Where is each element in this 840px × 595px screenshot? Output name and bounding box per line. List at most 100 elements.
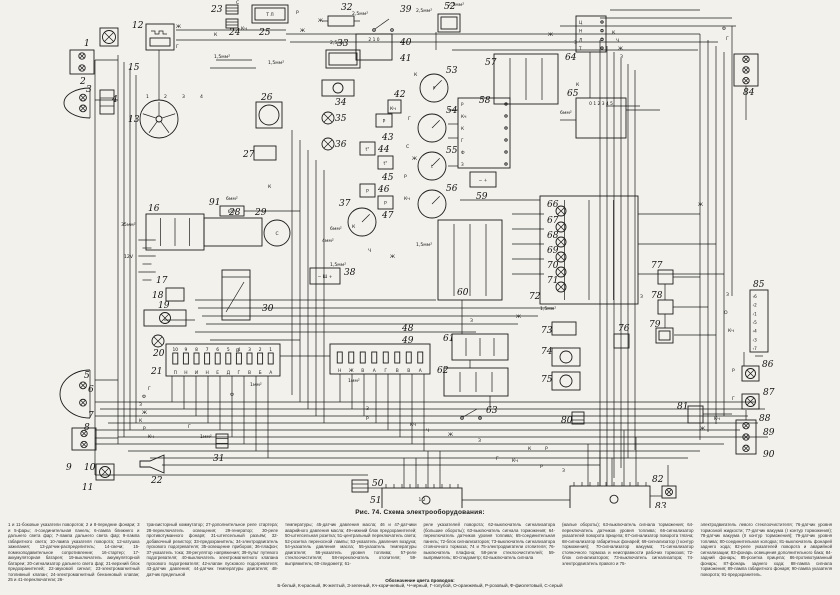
wire-label: 6мм² (226, 196, 238, 202)
wire-label: 1,5мм² (330, 262, 346, 268)
socket-pin: ‹5 (753, 320, 758, 325)
fuse-letter: А (269, 370, 272, 376)
svg-text:8: 8 (195, 347, 198, 353)
wire-label: К (139, 418, 143, 424)
wire-label: Ф (142, 394, 146, 400)
component-number: 40 (399, 38, 412, 48)
legend-column-2: транзисторный коммутатор; 27-дополнитель… (146, 522, 279, 577)
component-55: t55 (417, 146, 458, 181)
component-number: 18 (152, 291, 164, 301)
wire-label: 1мм² (348, 378, 360, 384)
wire-label: Кч (241, 26, 247, 32)
component-number: 23 (210, 5, 223, 15)
wire-label: Р (404, 174, 407, 180)
component-26: 26 (255, 93, 283, 129)
svg-text:2: 2 (259, 347, 262, 353)
component-number: 58 (479, 96, 491, 106)
fuse-letter: В (396, 368, 399, 374)
component-number: 67 (547, 216, 559, 226)
pin-label: З (461, 162, 464, 167)
component-82: 82 (569, 475, 664, 508)
component-letter: 1 2 (419, 497, 426, 503)
component-number: 76 (618, 324, 630, 334)
component-number: 78 (651, 291, 663, 301)
wire-label: Ж (698, 202, 703, 208)
pin-label: Р (461, 102, 464, 107)
component-letter: 0 1 2 3 4 5 (589, 101, 613, 107)
component-number: 15 (128, 63, 140, 73)
component-letter: С (275, 231, 278, 237)
component-number: 8 (84, 423, 90, 433)
fuse-letter: Б (259, 370, 262, 376)
component-75: 75 (541, 371, 581, 391)
component-4: 4 (99, 89, 118, 115)
component-number: 47 (381, 211, 394, 221)
pin-label: Т (578, 46, 582, 51)
component-77: 77 (651, 261, 674, 285)
component-number: 35 (335, 114, 347, 124)
socket-pin: ‹7 (753, 346, 758, 351)
component-62: 62 (437, 366, 509, 397)
wire-label: К (352, 224, 356, 230)
svg-text:10: 10 (173, 347, 179, 353)
wire-label: Кч (148, 434, 154, 440)
component-22: 22 (139, 454, 165, 486)
component-letter: Т Л (265, 12, 273, 18)
component-number: 30 (262, 304, 274, 314)
wire-label: Ч (616, 38, 619, 44)
component-39: 39 (372, 5, 412, 32)
component-letter: 2 1 0 (368, 37, 379, 43)
legend-column-3: температуры; 45-датчик давления масла; 4… (285, 522, 417, 566)
component-33: 33 (325, 39, 361, 69)
component-number: 22 (150, 476, 163, 486)
component-73: 73 (541, 321, 577, 336)
component-24: 24 (225, 18, 241, 38)
component-number: 29 (254, 208, 267, 218)
component-number: 61 (443, 334, 454, 344)
wire-label: Р (732, 368, 735, 374)
component-letter: Р (366, 189, 369, 195)
component-number: 21 (150, 367, 162, 377)
wire-label: Кч (390, 106, 396, 112)
fuse-letter: В (361, 368, 364, 374)
component-number: 68 (547, 231, 559, 241)
component-34: 34 (321, 79, 355, 108)
component-number: 5 (84, 371, 90, 381)
wire-label: Р (540, 464, 543, 470)
component-letter: t (431, 164, 433, 170)
component-71: 71 (547, 276, 567, 293)
component-41: 2 1 041 (355, 33, 411, 64)
component-number: 74 (541, 347, 553, 357)
pin-label: К (461, 126, 464, 131)
component-number: 53 (446, 66, 458, 76)
component-number: 2 (79, 77, 86, 87)
component-number: 3 (86, 85, 92, 95)
fuse-letter: В (407, 368, 410, 374)
component-number: 91 (209, 198, 220, 208)
wire-label: Ж (176, 24, 181, 30)
svg-text:4: 4 (238, 347, 241, 353)
wire-label: 4 (200, 94, 203, 100)
component-28: 28 (203, 208, 263, 247)
component-number: 24 (228, 28, 241, 38)
wire-label: Ж (700, 426, 705, 432)
fuse-letter: П (174, 370, 177, 376)
fuse-letter: Е (216, 370, 219, 376)
component-number: 90 (763, 450, 775, 460)
wire-label: 2,5мм² (352, 11, 368, 17)
component-number: 13 (128, 115, 140, 125)
component-45: t°45 (377, 155, 394, 183)
wire-label: З (470, 318, 473, 324)
component-70: 70 (547, 261, 567, 278)
component-number: 65 (567, 89, 579, 99)
wire-label: Ж (618, 46, 623, 52)
component-number: 48 (401, 324, 414, 334)
component-number: 77 (651, 261, 663, 271)
component-number: 82 (652, 475, 664, 485)
component-57: 57 (485, 53, 559, 105)
component-number: 52 (444, 2, 456, 12)
